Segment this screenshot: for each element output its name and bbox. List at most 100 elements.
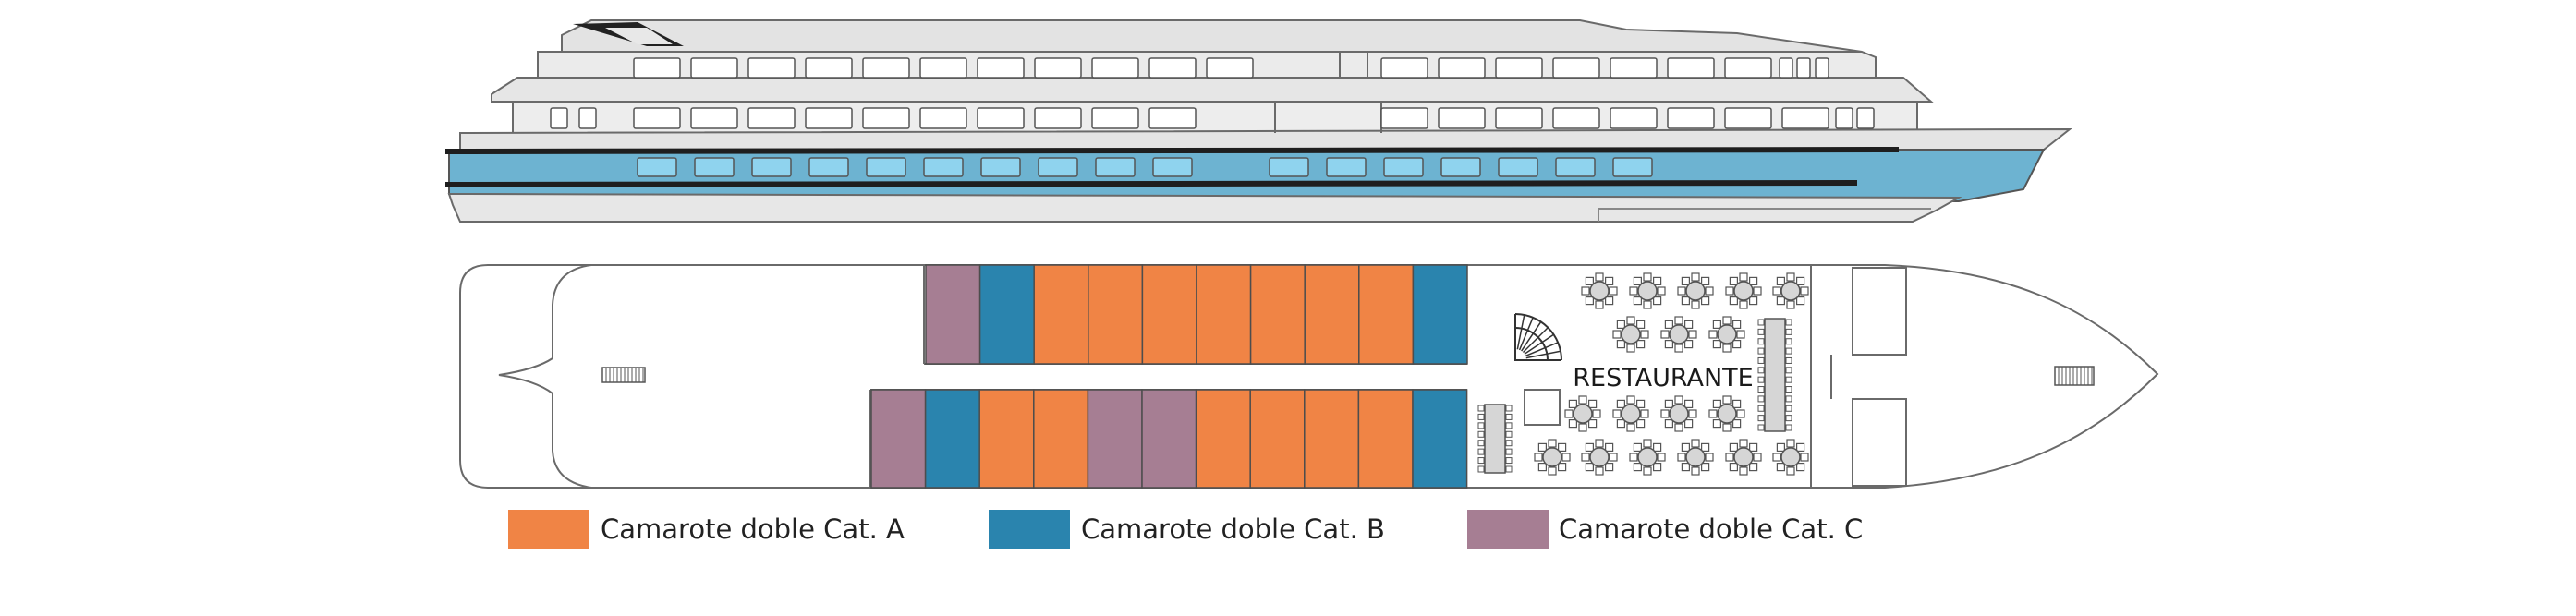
- upper-row-cabin-9-cat-a: [1358, 264, 1415, 365]
- legend-item-cat-a: Camarote doble Cat. A: [508, 510, 905, 549]
- deck2-window-5: [862, 107, 910, 129]
- hull-window-3: [751, 157, 792, 177]
- legend-swatch-cat-c: [1467, 510, 1549, 549]
- hull-window-12: [1326, 157, 1367, 177]
- hull-window-15: [1498, 157, 1538, 177]
- upper-row-cabin-3-cat-a: [1033, 264, 1089, 365]
- deck2-window-14: [1552, 107, 1600, 129]
- deck2-window-3: [747, 107, 796, 129]
- deck3-window-14: [1495, 57, 1543, 79]
- upper-row-cabin-10-cat-b: [1412, 264, 1468, 365]
- deck3-window-10: [1148, 57, 1197, 79]
- lower-row-cabin-2-cat-b: [924, 389, 980, 489]
- hull-window-1: [637, 157, 677, 177]
- deck2-window-2: [690, 107, 738, 129]
- lower-row-cabin-7-cat-a: [1195, 389, 1251, 489]
- round-table-icon-10: [1612, 395, 1649, 432]
- lower-row-cabin-5-cat-c: [1087, 389, 1143, 489]
- lower-row-cabin-1-cat-c: [870, 389, 927, 489]
- round-table-icon-2: [1629, 272, 1666, 309]
- hull-window-9: [1095, 157, 1136, 177]
- legend-label-cat-b: Camarote doble Cat. B: [1081, 513, 1385, 545]
- legend-label-cat-a: Camarote doble Cat. A: [601, 513, 905, 545]
- lower-row-cabin-6-cat-c: [1141, 389, 1197, 489]
- deck3-window-4: [805, 57, 853, 79]
- deck3-window-6: [919, 57, 967, 79]
- hull-window-8: [1038, 157, 1078, 177]
- lower-row-cabin-9-cat-a: [1304, 389, 1360, 489]
- deck2-small-window-3: [1835, 107, 1853, 129]
- round-table-icon-17: [1725, 439, 1762, 476]
- deck3-window-1: [633, 57, 681, 79]
- long-table-icon-1: [1757, 318, 1792, 432]
- restaurant-furniture: [1477, 272, 1809, 476]
- upper-row-cabin-6-cat-a: [1196, 264, 1252, 365]
- grate-lines: [605, 367, 2093, 385]
- deck2-window-7: [977, 107, 1025, 129]
- round-table-icon-18: [1772, 439, 1809, 476]
- lower-row-cabin-4-cat-a: [1033, 389, 1089, 489]
- round-table-icon-7: [1660, 316, 1697, 353]
- deck2-window-10: [1148, 107, 1197, 129]
- hull-window-16: [1555, 157, 1596, 177]
- long-table-icon-2: [1477, 404, 1513, 474]
- deck2-small-window-1: [550, 107, 568, 129]
- deck3-small-window-3: [1815, 57, 1829, 79]
- deck3-window-16: [1610, 57, 1658, 79]
- deck3-window-3: [747, 57, 796, 79]
- round-table-icon-9: [1564, 395, 1601, 432]
- deck2-window-13: [1495, 107, 1543, 129]
- cabin-blocks: [870, 264, 1468, 489]
- upper-row-cabin-7-cat-a: [1249, 264, 1306, 365]
- round-table-icon-1: [1581, 272, 1618, 309]
- upper-row-cabin-1-cat-c: [925, 264, 981, 365]
- round-table-icon-5: [1772, 272, 1809, 309]
- deck2-window-6: [919, 107, 967, 129]
- round-table-icon-15: [1629, 439, 1666, 476]
- deck3-window-2: [690, 57, 738, 79]
- hull-window-4: [808, 157, 849, 177]
- deck2-small-window-4: [1856, 107, 1875, 129]
- round-table-icon-3: [1677, 272, 1714, 309]
- round-table-icon-14: [1581, 439, 1618, 476]
- legend-label-cat-c: Camarote doble Cat. C: [1559, 513, 1863, 545]
- round-table-icon-13: [1534, 439, 1571, 476]
- deck3-small-window-1: [1779, 57, 1793, 79]
- upper-row-cabin-2-cat-b: [978, 264, 1035, 365]
- side-windows: [550, 57, 1875, 177]
- hull-window-17: [1612, 157, 1653, 177]
- deck3-window-5: [862, 57, 910, 79]
- deck2-window-18: [1781, 107, 1829, 129]
- deck2-window-8: [1034, 107, 1082, 129]
- hull-window-7: [980, 157, 1021, 177]
- hull-window-10: [1152, 157, 1193, 177]
- deck3-small-window-2: [1796, 57, 1811, 79]
- deck3-window-11: [1206, 57, 1254, 79]
- stern-grate-icon: [601, 367, 646, 383]
- legend-swatch-cat-a: [508, 510, 589, 549]
- deck3-window-17: [1667, 57, 1715, 79]
- deck2-small-window-2: [578, 107, 597, 129]
- lower-row-cabin-8-cat-a: [1249, 389, 1306, 489]
- round-table-icon-4: [1725, 272, 1762, 309]
- round-table-icon-8: [1708, 316, 1745, 353]
- deck2-window-17: [1724, 107, 1772, 129]
- deck2-window-11: [1380, 107, 1428, 129]
- deck2-window-4: [805, 107, 853, 129]
- deck3-window-9: [1091, 57, 1139, 79]
- round-table-icon-12: [1708, 395, 1745, 432]
- lower-row-cabin-3-cat-a: [978, 389, 1035, 489]
- upper-row-cabin-8-cat-a: [1304, 264, 1360, 365]
- legend-item-cat-c: Camarote doble Cat. C: [1467, 510, 1863, 549]
- lower-row-cabin-10-cat-a: [1357, 389, 1414, 489]
- deck3-window-13: [1438, 57, 1486, 79]
- legend-item-cat-b: Camarote doble Cat. B: [989, 510, 1385, 549]
- round-table-icon-6: [1612, 316, 1649, 353]
- deck2-window-1: [633, 107, 681, 129]
- lower-row-cabin-11-cat-b: [1412, 389, 1468, 489]
- hull-window-6: [923, 157, 964, 177]
- upper-row-cabin-4-cat-a: [1088, 264, 1144, 365]
- hull-window-11: [1269, 157, 1309, 177]
- deck2-window-12: [1438, 107, 1486, 129]
